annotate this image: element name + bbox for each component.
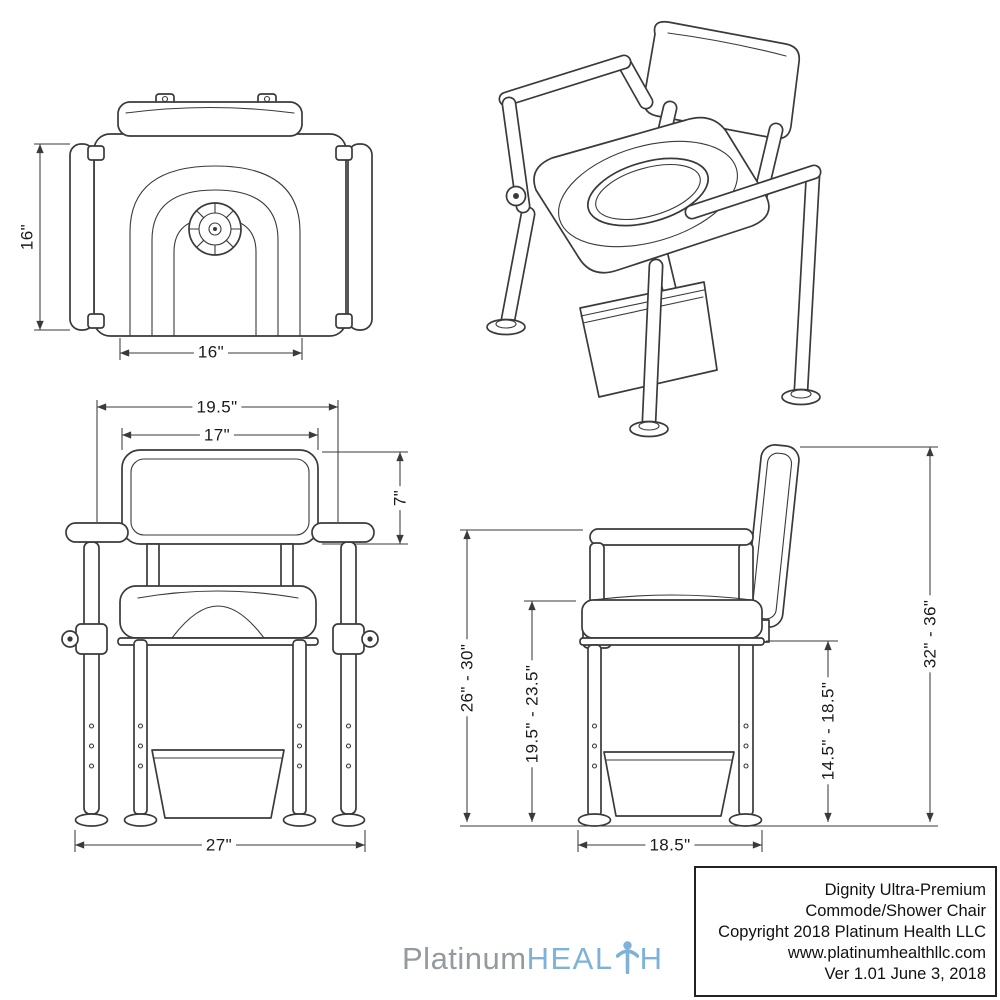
website-link: www.platinumhealthllc.com — [787, 943, 986, 962]
front-seat — [117, 585, 319, 646]
side-backrest — [744, 444, 800, 628]
iso-seat — [533, 116, 770, 274]
front-inner-legs — [88, 639, 352, 815]
front-backrest — [121, 449, 319, 545]
iso-right-armrest — [684, 164, 822, 220]
dim-label-armrest-height: 26" - 30" — [457, 639, 477, 717]
logo-platinum-text: Platinum — [402, 941, 527, 976]
dim-top-height — [34, 143, 70, 331]
front-back-post-right — [280, 543, 294, 589]
front-bucket — [151, 749, 285, 819]
dim-label-seat-height: 19.5" - 23.5" — [522, 660, 542, 768]
front-feet — [74, 813, 366, 827]
logo-h-text: H — [639, 941, 664, 976]
iso-left-armrest — [498, 54, 632, 214]
side-view — [460, 444, 938, 852]
top-view — [34, 93, 373, 360]
dim-label-top-height: 16" — [17, 219, 37, 255]
isometric-view — [486, 20, 822, 438]
title-block: Dignity Ultra-Premium Commode/Shower Cha… — [694, 866, 997, 997]
person-figure-icon — [615, 941, 639, 974]
side-seat — [579, 594, 765, 646]
dim-label-top-width: 16" — [193, 342, 229, 362]
dim-label-base-depth: 18.5" — [645, 835, 695, 855]
front-view — [61, 400, 408, 852]
dim-label-overall-height: 32" - 36" — [920, 595, 940, 673]
front-right-clamp — [332, 623, 379, 655]
top-view-backrest-bar — [117, 93, 303, 137]
side-rear-leg — [738, 542, 754, 817]
version-line: Ver 1.01 June 3, 2018 — [824, 964, 986, 983]
platinum-health-logo: Platinum HEAL H — [402, 941, 663, 976]
front-left-clamp — [61, 623, 108, 655]
front-back-post-left — [146, 543, 160, 589]
copyright-line: Copyright 2018 Platinum Health LLC — [718, 922, 986, 941]
top-view-armrest-rails — [69, 143, 373, 331]
dim-side-armrest-height — [460, 529, 583, 822]
side-bucket — [603, 751, 735, 817]
dim-label-clearance-height: 14.5" - 18.5" — [818, 677, 838, 785]
product-name-line2: Commode/Shower Chair — [805, 901, 986, 920]
iso-rear-right-leg — [781, 166, 821, 406]
dim-label-backrest-height: 7" — [390, 485, 410, 511]
iso-front-right-leg — [629, 258, 669, 438]
side-feet — [577, 813, 763, 827]
dim-label-overall-width: 19.5" — [192, 397, 242, 417]
dim-label-backrest-width: 17" — [199, 425, 235, 445]
front-left-armrest — [65, 522, 129, 543]
front-right-outer-leg — [340, 541, 357, 815]
dim-label-base-width: 27" — [201, 835, 237, 855]
iso-front-left-leg — [486, 206, 536, 336]
product-name-line1: Dignity Ultra-Premium — [824, 880, 986, 899]
front-right-armrest — [311, 522, 375, 543]
iso-backrest — [642, 20, 801, 140]
front-left-outer-leg — [83, 541, 100, 815]
logo-heal-text: HEAL — [526, 941, 614, 976]
top-view-knob — [188, 202, 242, 256]
side-armrest — [589, 528, 754, 546]
